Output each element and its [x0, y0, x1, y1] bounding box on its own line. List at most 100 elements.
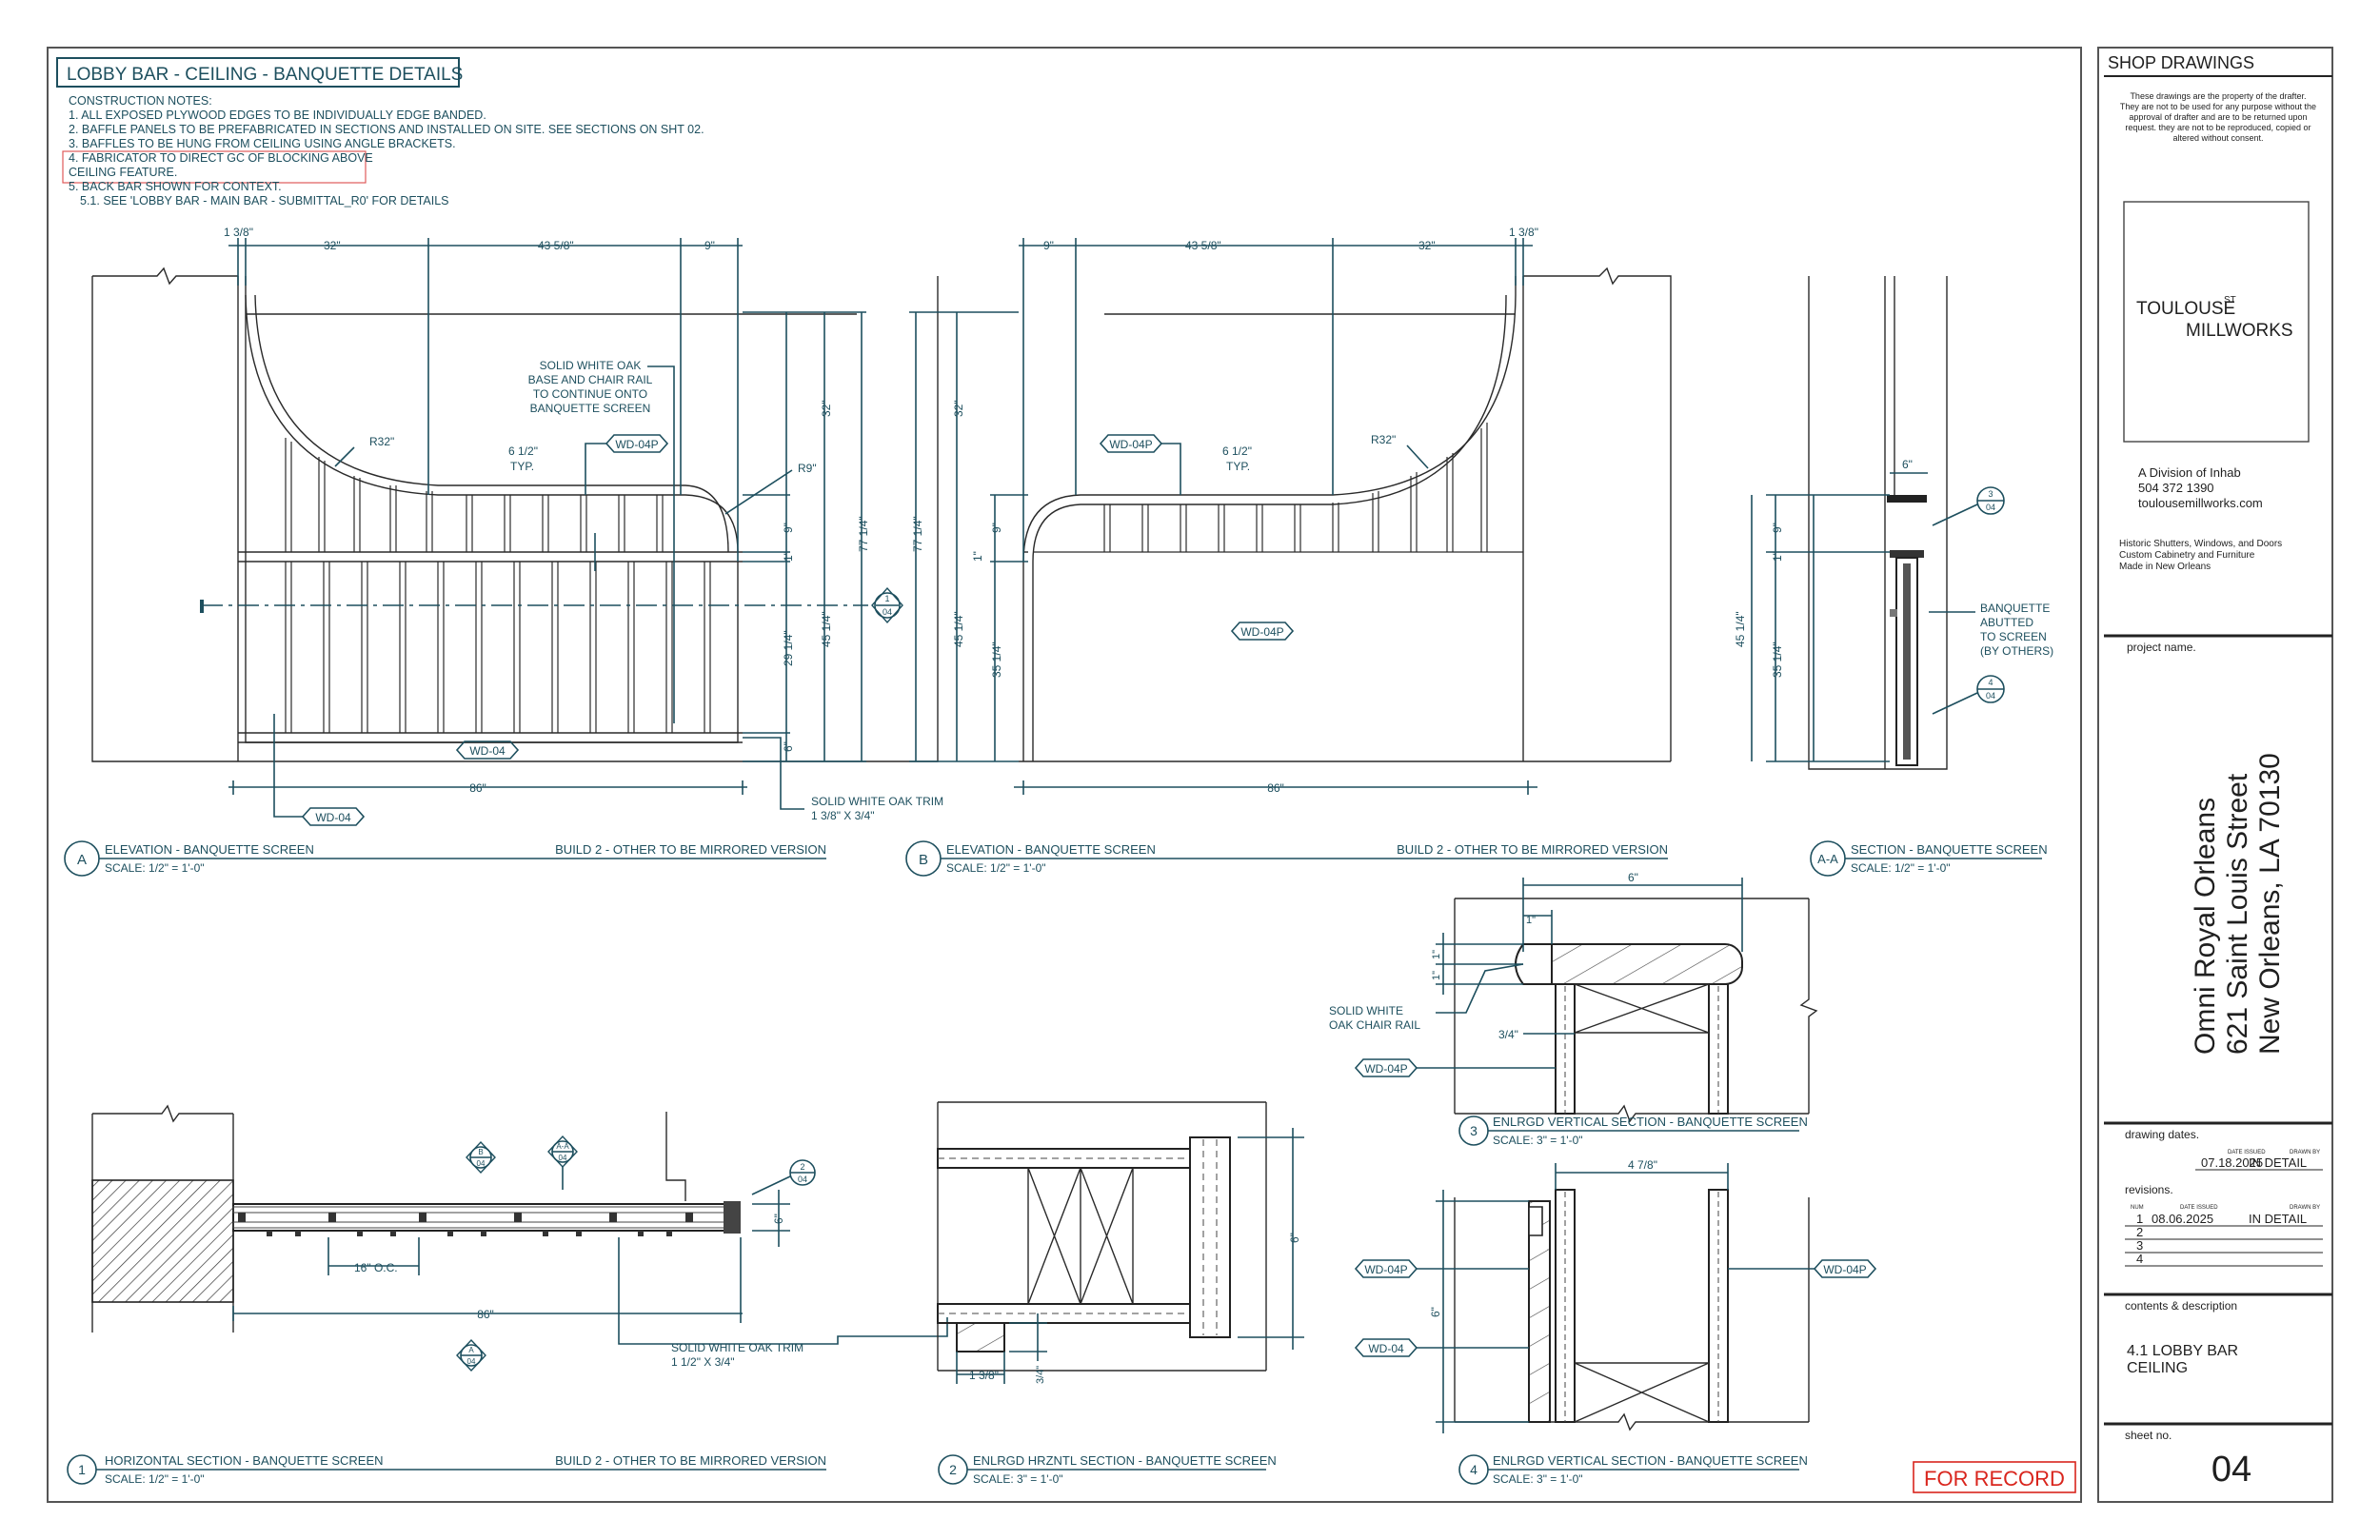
detail-1: 16" O.C. 86" 6" B 04 A-A 04 A 04 2 — [67, 1104, 948, 1486]
svg-text:SOLID WHITE: SOLID WHITE — [1329, 1004, 1403, 1017]
revisions-table: 1 08.06.2025 IN DETAIL 2 3 4 — [2125, 1212, 2323, 1267]
svg-text:86": 86" — [477, 1308, 494, 1321]
svg-text:4 7/8": 4 7/8" — [1628, 1158, 1657, 1172]
svg-text:4: 4 — [1988, 678, 1993, 687]
svg-text:TOULOUSE: TOULOUSE — [2136, 299, 2235, 319]
svg-text:These drawings are the propert: These drawings are the property of the d… — [2130, 91, 2306, 101]
svg-text:TO SCREEN: TO SCREEN — [1980, 630, 2047, 643]
svg-text:1 3/8": 1 3/8" — [224, 226, 253, 239]
svg-text:1: 1 — [2136, 1212, 2143, 1226]
company-logo: TOULOUSE ST MILLWORKS — [2136, 295, 2293, 341]
svg-text:toulousemillworks.com: toulousemillworks.com — [2138, 496, 2263, 510]
svg-text:32": 32" — [952, 400, 965, 417]
for-record-stamp — [1913, 1461, 2076, 1493]
svg-text:1: 1 — [78, 1462, 86, 1477]
svg-text:3: 3 — [1470, 1123, 1478, 1138]
svg-text:08.06.2025: 08.06.2025 — [2152, 1212, 2213, 1226]
svg-text:Omni Royal Orleans: Omni Royal Orleans — [2190, 798, 2221, 1055]
section-mark-a: A 04 — [456, 1338, 486, 1372]
svg-text:9": 9" — [1771, 523, 1784, 533]
svg-text:NUM: NUM — [2131, 1205, 2144, 1211]
detail-2: 6" 1 3/8" 3/4" 2 ENLRGD HRZNTL SECTION -… — [937, 1101, 1304, 1486]
svg-text:DATE ISSUED: DATE ISSUED — [2180, 1205, 2218, 1211]
detail-mark-2: 2 04 — [751, 1159, 816, 1195]
note-highlight-box — [62, 150, 367, 184]
svg-text:29 1/4": 29 1/4" — [782, 630, 795, 666]
svg-text:A-A: A-A — [556, 1142, 569, 1151]
svg-text:SCALE: 1/2" = 1'-0": SCALE: 1/2" = 1'-0" — [105, 861, 205, 875]
svg-text:SOLID WHITE OAK: SOLID WHITE OAK — [540, 359, 642, 372]
svg-text:WD-04P: WD-04P — [1823, 1263, 1866, 1276]
svg-text:WD-04: WD-04 — [1368, 1342, 1404, 1355]
svg-text:SCALE: 3" = 1'-0": SCALE: 3" = 1'-0" — [1493, 1134, 1583, 1147]
svg-text:1 1/2" X 3/4": 1 1/2" X 3/4" — [671, 1355, 735, 1369]
svg-text:1 3/8" X 3/4": 1 3/8" X 3/4" — [811, 809, 875, 822]
svg-text:1": 1" — [1431, 950, 1442, 959]
svg-text:IN DETAIL: IN DETAIL — [2249, 1212, 2307, 1226]
logo-box — [2123, 201, 2310, 443]
svg-text:86": 86" — [469, 781, 486, 795]
date-issued: 07.18.2025 — [2201, 1155, 2263, 1170]
svg-text:6": 6" — [1902, 458, 1913, 471]
svg-text:TYP.: TYP. — [510, 460, 534, 473]
svg-text:A: A — [468, 1346, 474, 1354]
svg-text:DRAWN BY: DRAWN BY — [2290, 1150, 2320, 1155]
section-mark-aa: A-A 04 — [547, 1135, 578, 1190]
svg-text:WD-04P: WD-04P — [615, 438, 658, 451]
svg-text:project name.: project name. — [2127, 641, 2196, 654]
svg-text:(BY OTHERS): (BY OTHERS) — [1980, 644, 2053, 658]
svg-text:2: 2 — [800, 1162, 804, 1172]
section-aa-title: SECTION - BANQUETTE SCREEN — [1851, 842, 2048, 857]
svg-text:6": 6" — [1288, 1233, 1301, 1243]
svg-text:CEILING FEATURE.: CEILING FEATURE. — [69, 166, 177, 179]
elev-b-title: ELEVATION - BANQUETTE SCREEN — [946, 842, 1156, 857]
svg-text:43 5/8": 43 5/8" — [538, 239, 574, 252]
elevation-a: 1 3/8" 32" 43 5/8" 9" SOLID WHITE OAK BA… — [64, 226, 943, 877]
svg-text:9": 9" — [704, 239, 715, 252]
svg-text:9": 9" — [990, 523, 1003, 533]
title-block: SHOP DRAWINGS These drawings are the pro… — [2104, 53, 2332, 1490]
tag-wd04 — [455, 740, 520, 760]
svg-text:TYP.: TYP. — [1226, 460, 1250, 473]
svg-text:SCALE: 1/2" = 1'-0": SCALE: 1/2" = 1'-0" — [105, 1472, 205, 1486]
detail-3-title: ENLRGD VERTICAL SECTION - BANQUETTE SCRE… — [1493, 1115, 1808, 1129]
svg-text:4: 4 — [2136, 1252, 2143, 1266]
section-mark-b: B 04 — [466, 1140, 496, 1175]
svg-text:3. BAFFLES TO BE HUNG FROM CEI: 3. BAFFLES TO BE HUNG FROM CEILING USING… — [69, 137, 456, 150]
tag-wd04p — [605, 434, 669, 453]
svg-text:45 1/4": 45 1/4" — [820, 611, 833, 647]
project-name: Omni Royal Orleans 621 Saint Louis Stree… — [2190, 753, 2286, 1055]
svg-text:1": 1" — [1431, 971, 1442, 980]
sheet-number: 04 — [2211, 1450, 2251, 1490]
svg-text:Custom Cabinetry and Furniture: Custom Cabinetry and Furniture — [2119, 550, 2255, 561]
svg-text:Made in New Orleans: Made in New Orleans — [2119, 562, 2211, 572]
svg-text:45 1/4": 45 1/4" — [952, 611, 965, 647]
drawing-border — [47, 47, 2082, 1503]
svg-text:77 1/4": 77 1/4" — [857, 516, 870, 552]
svg-text:ST: ST — [2224, 295, 2236, 306]
sheet-title-box — [56, 57, 460, 88]
svg-text:ABUTTED: ABUTTED — [1980, 616, 2033, 629]
svg-text:04: 04 — [467, 1357, 476, 1366]
svg-text:1": 1" — [1526, 915, 1536, 926]
svg-text:3: 3 — [2136, 1238, 2143, 1253]
svg-text:BUILD 2 - OTHER TO BE MIRRORED: BUILD 2 - OTHER TO BE MIRRORED VERSION — [1397, 842, 1668, 857]
svg-text:6": 6" — [1429, 1307, 1442, 1317]
svg-text:New Orleans, LA 70130: New Orleans, LA 70130 — [2254, 753, 2286, 1055]
svg-text:1 3/8": 1 3/8" — [1509, 226, 1538, 239]
svg-text:2. BAFFLE PANELS TO BE PREFABR: 2. BAFFLE PANELS TO BE PREFABRICATED IN … — [69, 123, 704, 136]
svg-text:04: 04 — [1986, 503, 1995, 512]
svg-text:1 3/8": 1 3/8" — [969, 1369, 999, 1382]
svg-text:DRAWN BY: DRAWN BY — [2290, 1205, 2320, 1211]
svg-text:5. BACK BAR SHOWN FOR CONTEXT.: 5. BACK BAR SHOWN FOR CONTEXT. — [69, 180, 282, 193]
svg-text:R32": R32" — [1371, 433, 1396, 446]
svg-text:request. they are not to be re: request. they are not to be reproduced, … — [2125, 123, 2311, 132]
svg-text:4. FABRICATOR TO DIRECT GC OF: 4. FABRICATOR TO DIRECT GC OF BLOCKING A… — [69, 151, 373, 165]
svg-text:86": 86" — [1267, 781, 1284, 795]
svg-text:32": 32" — [1418, 239, 1436, 252]
svg-text:5.1. SEE 'LOBBY BAR - MAIN BAR: 5.1. SEE 'LOBBY BAR - MAIN BAR - SUBMITT… — [80, 194, 449, 207]
svg-text:3/4": 3/4" — [1498, 1028, 1518, 1041]
svg-text:WD-04: WD-04 — [469, 744, 506, 758]
svg-text:They are not to be used for an: They are not to be used for any purpose … — [2120, 102, 2316, 111]
svg-text:6 1/2": 6 1/2" — [508, 444, 538, 458]
